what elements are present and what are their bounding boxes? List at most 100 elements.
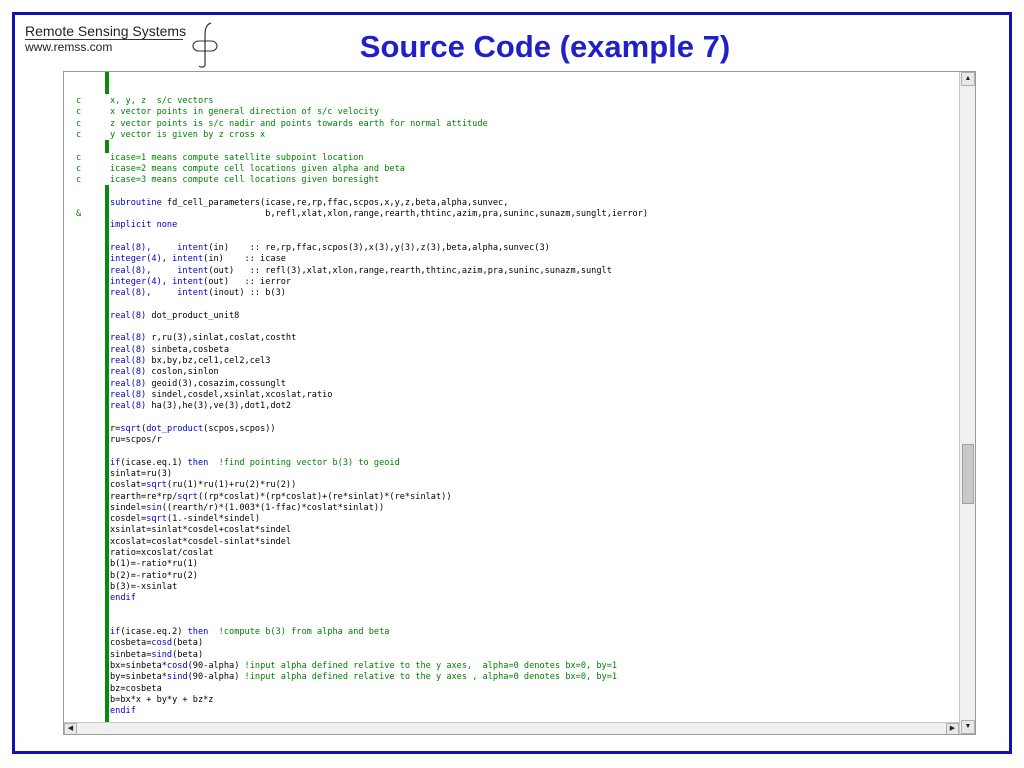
code-text: b,refl,xlat,xlon,range,rearth,thtinc,azi… (110, 209, 648, 220)
scroll-left-icon[interactable]: ◀ (64, 723, 77, 734)
code-token: xcoslat=coslat*cosdel-sinlat*sindel (110, 536, 292, 547)
code-token: sindel,cosdel,xsinlat,xcoslat,ratio (146, 389, 333, 400)
code-line: real(8) coslon,sinlon (64, 367, 959, 378)
code-token: b,refl,xlat,xlon,range,rearth,thtinc,azi… (110, 209, 649, 219)
code-line (64, 186, 959, 197)
keyword-token: real(8) (110, 310, 147, 321)
code-token: fd_cell_parameters(icase,re,rp,ffac,scpo… (161, 197, 509, 208)
vertical-scroll-thumb[interactable] (962, 444, 974, 504)
scroll-right-icon[interactable]: ▶ (946, 723, 959, 734)
code-text: sinbeta=sind(beta) (110, 650, 203, 661)
code-line: ru=scpos/r (64, 435, 959, 446)
code-line: real(8) geoid(3),cosazim,cossunglt (64, 379, 959, 390)
keyword-token: sqrt (146, 514, 167, 525)
code-text: real(8), intent(in) :: re,rp,ffac,scpos(… (110, 243, 550, 254)
horizontal-scrollbar[interactable]: ◀ ▶ (64, 722, 959, 734)
code-line: by=sinbeta*sind(90-alpha) !input alpha d… (64, 672, 959, 683)
code-line: sinlat=ru(3) (64, 469, 959, 480)
keyword-token: cosd (166, 661, 188, 671)
code-token: ((rp*coslat)*(rp*coslat)+(re*sinlat)*(re… (197, 491, 452, 502)
inline-comment: !compute b(3) from alpha and beta (208, 627, 390, 638)
code-token: bx,by,bz,cel1,cel2,cel3 (146, 355, 271, 366)
code-token: (inout) :: b(3) (208, 288, 286, 299)
comment-marker: c (76, 163, 82, 174)
code-text: implicit none (110, 220, 177, 231)
remss-logo: Remote Sensing Systems www.remss.com (25, 22, 225, 71)
code-text: real(8) sinbeta,cosbeta (110, 345, 229, 356)
code-line: & b,refl,xlat,xlon,range,rearth,thtinc,a… (64, 209, 959, 220)
comment-marker: c (76, 152, 82, 163)
keyword-token: real(8) (110, 344, 147, 355)
code-token: ratio=xcoslat/coslat (110, 548, 214, 558)
code-line: sindel=sin((rearth/r)*(1.003*(1-ffac)*co… (64, 503, 959, 514)
code-line: if(icase.eq.1) then !find pointing vecto… (64, 458, 959, 469)
code-text: coslat=sqrt(ru(1)*ru(1)+ru(2)*ru(2)) (110, 480, 296, 491)
code-line: real(8), intent(out) :: refl(3),xlat,xlo… (64, 266, 959, 277)
code-line (64, 412, 959, 423)
code-text: r=sqrt(dot_product(scpos,scpos)) (110, 424, 276, 435)
keyword-token: real(8) (110, 401, 147, 412)
comment-marker: c (76, 129, 82, 140)
code-text: real(8) geoid(3),cosazim,cossunglt (110, 379, 286, 390)
scroll-up-icon[interactable]: ▲ (961, 72, 975, 86)
keyword-token: integer(4), intent (110, 254, 204, 265)
keyword-token: real(8), intent (110, 242, 209, 253)
code-line: b(1)=-ratio*ru(1) (64, 559, 959, 570)
code-line: b=bx*x + by*y + bz*z (64, 695, 959, 706)
code-line: coslat=sqrt(ru(1)*ru(1)+ru(2)*ru(2)) (64, 480, 959, 491)
keyword-token: real(8) (110, 389, 147, 400)
vertical-scrollbar[interactable]: ▲ ▼ (959, 72, 975, 734)
code-line: xsinlat=sinlat*cosdel+coslat*sindel (64, 525, 959, 536)
code-token: (1.-sindel*sindel) (166, 514, 261, 525)
slide-frame: Remote Sensing Systems www.remss.com Sou… (12, 12, 1012, 754)
code-line: integer(4), intent(out) :: ierror (64, 277, 959, 288)
code-token: bx=sinbeta* (110, 661, 167, 671)
code-line: sinbeta=sind(beta) (64, 650, 959, 661)
code-line: real(8) ha(3),he(3),ve(3),dot1,dot2 (64, 401, 959, 412)
logo-website: www.remss.com (25, 40, 113, 54)
code-line: bz=cosbeta (64, 684, 959, 695)
code-text: integer(4), intent(in) :: icase (110, 254, 286, 265)
code-line (64, 322, 959, 333)
code-token: dot_product_unit8 (146, 310, 240, 321)
comment-text: x vector points in general direction of … (110, 107, 380, 118)
code-token: ( (141, 423, 147, 434)
keyword-token: subroutine (110, 197, 162, 208)
code-token: b(1)=-ratio*ru(1) (110, 559, 198, 570)
comment-marker: c (76, 96, 82, 106)
code-token: (scpos,scpos)) (203, 423, 276, 434)
code-line: real(8), intent(inout) :: b(3) (64, 288, 959, 299)
code-line: real(8) sindel,cosdel,xsinlat,xcoslat,ra… (64, 390, 959, 401)
code-token: (out) :: refl(3),xlat,xlon,range,rearth,… (208, 265, 612, 276)
logo-company-name: Remote Sensing Systems (25, 23, 187, 39)
code-text: integer(4), intent(out) :: ierror (110, 277, 291, 288)
code-line: endif (64, 706, 959, 717)
code-token: (ru(1)*ru(1)+ru(2)*ru(2)) (166, 480, 297, 491)
code-token: (icase.eq.1) (120, 457, 188, 468)
green-margin-bar (105, 72, 109, 94)
keyword-token: cosd (151, 638, 173, 649)
inline-comment: !find pointing vector b(3) to geoid (208, 457, 400, 468)
code-token: (icase.eq.2) (120, 627, 188, 638)
keyword-token: real(8) (110, 333, 147, 344)
code-token: b(2)=-ratio*ru(2) (110, 570, 198, 581)
code-token: b(3)=-xsinlat (110, 581, 178, 592)
scroll-down-icon[interactable]: ▼ (961, 720, 975, 734)
code-token: sinbeta,cosbeta (146, 344, 230, 355)
code-line: if(icase.eq.2) then !compute b(3) from a… (64, 627, 959, 638)
code-line: integer(4), intent(in) :: icase (64, 254, 959, 265)
code-text: real(8) ha(3),he(3),ve(3),dot1,dot2 (110, 401, 291, 412)
keyword-token: real(8), intent (110, 265, 209, 276)
code-line: bx=sinbeta*cosd(90-alpha) !input alpha d… (64, 661, 959, 672)
code-text: b(3)=-xsinlat (110, 582, 177, 593)
code-line: cosbeta=cosd(beta) (64, 638, 959, 649)
code-line (64, 299, 959, 310)
code-line: xcoslat=coslat*cosdel-sinlat*sindel (64, 537, 959, 548)
code-token: ru=scpos/r (110, 435, 162, 445)
keyword-token: real(8) (110, 367, 147, 378)
code-token: (out) :: ierror (203, 276, 292, 287)
